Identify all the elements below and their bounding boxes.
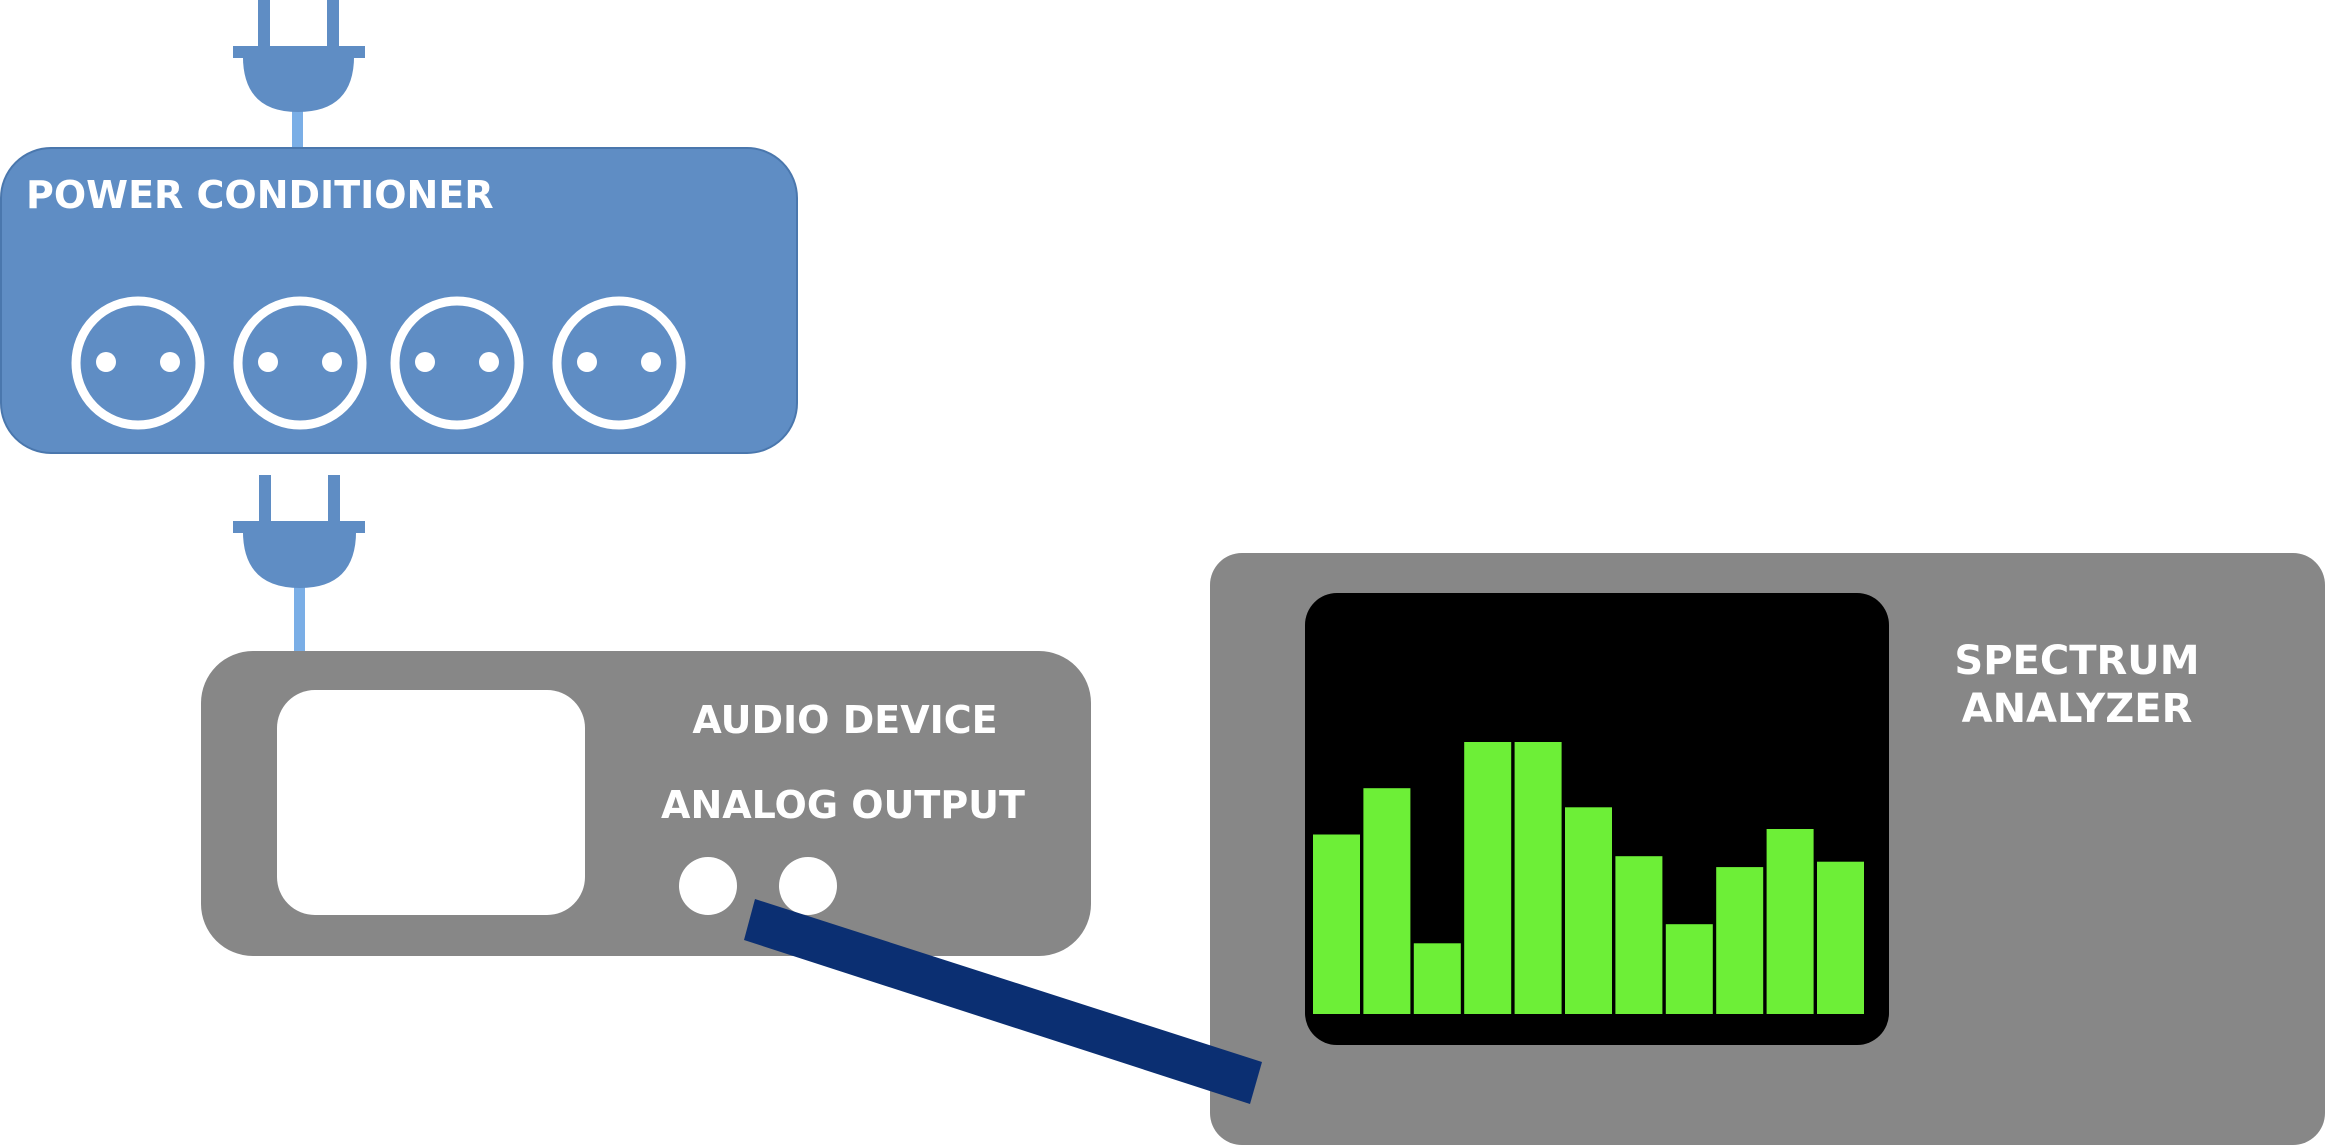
spectrum-analyzer-label-line2: ANALYZER <box>1962 686 2193 732</box>
spectrum-bar <box>1313 834 1360 1014</box>
power-outlet-4 <box>552 296 686 430</box>
spectrum-bar <box>1716 867 1764 1014</box>
spectrum-bar <box>1565 807 1612 1014</box>
analog-output-jack-left <box>679 857 737 915</box>
plug-prong-left <box>259 475 271 527</box>
plug-cord <box>292 108 303 152</box>
power-conditioner: POWER CONDITIONER <box>0 147 798 454</box>
spectrum-bar <box>1766 829 1814 1014</box>
analog-output-label: ANALOG OUTPUT <box>661 783 1025 827</box>
power-conditioner-label: POWER CONDITIONER <box>26 173 494 217</box>
power-plug-audio-device <box>233 475 365 655</box>
plug-head <box>242 527 357 588</box>
spectrum-bars <box>1313 742 1864 1014</box>
spectrum-bar <box>1615 856 1663 1014</box>
analog-output-jack-right <box>779 857 837 915</box>
plug-head <box>242 52 355 112</box>
spectrum-bar <box>1413 943 1461 1014</box>
power-outlet-1 <box>71 296 205 430</box>
plug-prong-left <box>258 0 270 52</box>
audio-cable <box>744 899 1262 1104</box>
audio-device: AUDIO DEVICE ANALOG OUTPUT <box>201 651 1091 956</box>
plug-cord <box>294 585 305 655</box>
plug-prong-right <box>327 0 339 52</box>
spectrum-analyzer-label-line1: SPECTRUM <box>1954 638 2199 684</box>
plug-prong-right <box>328 475 340 527</box>
power-outlet-2 <box>233 296 367 430</box>
spectrum-bar <box>1514 742 1562 1014</box>
spectrum-bar <box>1363 788 1411 1014</box>
spectrum-analyzer: SPECTRUM ANALYZER <box>1210 553 2325 1145</box>
audio-device-label: AUDIO DEVICE <box>692 698 997 742</box>
spectrum-bar <box>1464 742 1512 1014</box>
audio-device-display <box>277 690 585 915</box>
power-plug-top <box>233 0 365 152</box>
spectrum-bar <box>1817 861 1864 1014</box>
power-outlet-3 <box>390 296 524 430</box>
spectrum-bar <box>1665 924 1713 1014</box>
